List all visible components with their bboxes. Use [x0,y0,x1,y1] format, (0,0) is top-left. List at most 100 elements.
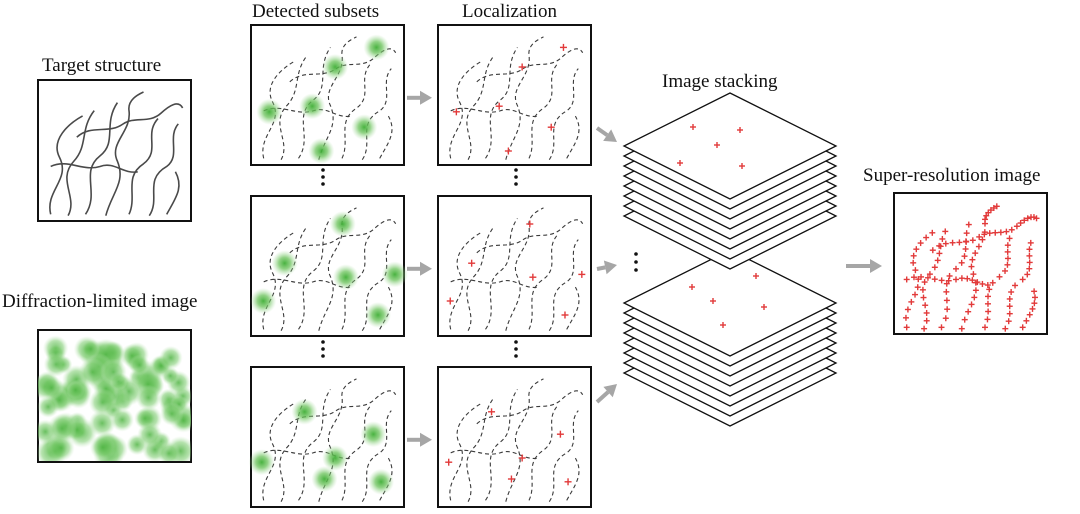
localization-point [1019,276,1026,283]
localization-point [926,271,933,278]
filament [51,164,138,172]
localization-point [958,325,965,332]
filament [549,411,578,502]
localization-point [1027,239,1034,246]
blur-spot [47,413,77,444]
localization-point [559,43,567,51]
localization-point [984,300,991,307]
localization-point [974,279,981,286]
blur-spot [88,388,117,417]
localization-point [986,230,993,237]
filament [167,172,179,215]
localization-point [961,316,968,323]
continuation-dots [514,168,518,186]
localization-point [963,230,970,237]
localization-point [1026,252,1033,259]
localization-point [975,243,982,250]
localization-point [993,203,1000,210]
localization-point [910,252,917,259]
filament [567,287,579,329]
fluorophore-spot [308,138,335,164]
localization-point [982,324,988,331]
localization-point [946,272,953,279]
localization-point [921,279,928,286]
localization-point [958,259,965,266]
blur-spot [43,351,69,377]
fluorophore-spot [322,54,349,80]
localization-point [578,270,586,278]
arrow-detect-to-localize [407,90,432,105]
fluorophore-spot [351,114,378,141]
localization-point [920,294,927,301]
localization-point [1026,265,1033,272]
fluorophore-spot [291,398,318,425]
localization-point [547,123,555,131]
localization-point [969,237,976,244]
filament [450,232,483,330]
filaments [450,208,583,331]
filament [467,55,494,159]
filament [319,37,357,160]
filament [467,397,494,501]
localization-point [1008,226,1015,233]
localization-point [936,242,943,249]
localization-point [922,302,929,309]
filament [529,405,558,500]
localization-panel [437,366,592,508]
continuation-dots [321,168,325,186]
localization-point [908,298,915,305]
localization-point [982,216,989,223]
filament [77,104,183,137]
fluorophore-spot [299,93,326,120]
localization-point [918,273,925,280]
filament [506,379,544,502]
filaments [50,92,183,216]
filament [50,116,83,214]
localization-point [904,306,911,313]
super-resolution-panel [893,192,1048,335]
super-resolution-points [902,203,1040,332]
continuation-dots [514,340,518,358]
diffraction-blur [38,335,191,461]
localization-point [913,246,920,253]
localization-point [488,408,496,416]
localization-point [1004,261,1011,268]
localization-point [979,280,986,287]
localization-point [753,273,759,279]
localization-point [495,102,503,110]
localization-point [446,297,454,305]
arrow-to-stack [595,126,617,142]
localization-point [910,259,917,266]
label-localization: Localization [462,1,557,22]
continuation-dots [321,340,325,358]
blur-spot [38,395,60,418]
filament [362,411,391,502]
filament [380,116,392,158]
filament [467,226,494,330]
localization-point [903,276,910,283]
filament [486,218,518,329]
localization-point [929,229,936,236]
label-detected-subsets: Detected subsets [252,1,380,22]
blur-spot [137,422,163,448]
localization-point [969,256,976,263]
localization-point [942,228,949,235]
localization-point [958,275,965,282]
localization-point [945,277,952,284]
localization-point [739,163,745,169]
filament [567,116,579,158]
localization-point [1005,318,1012,325]
localization-point [972,287,979,294]
localization-point [962,245,969,252]
localization-point [912,291,919,298]
blur-spot [129,354,150,376]
localization-point [984,282,991,289]
filament [486,389,518,500]
localization-point [518,63,526,71]
fluorophore-spot [271,250,298,277]
label-image-stacking: Image stacking [662,71,778,92]
filament [486,47,518,158]
localization-point [468,259,476,267]
filament [451,279,538,287]
